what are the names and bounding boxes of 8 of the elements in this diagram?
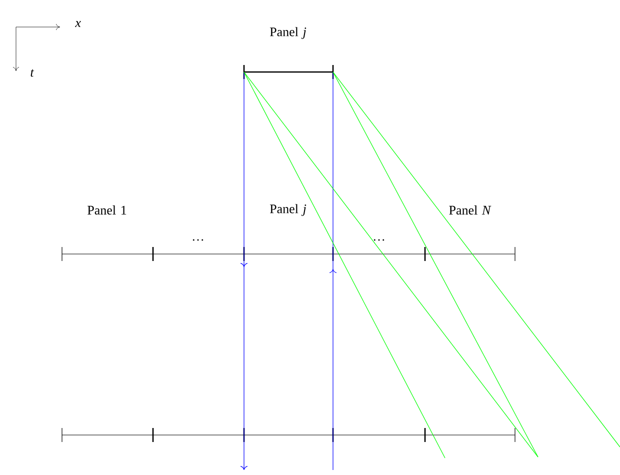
panel-label: Panel j: [270, 27, 306, 39]
panel-label: Panel 1: [88, 205, 126, 215]
panel-label: Panel j: [270, 204, 306, 216]
ellipsis: …: [192, 239, 204, 241]
ellipsis: …: [374, 239, 384, 241]
axis-label: t: [30, 69, 34, 77]
axis-label: x: [75, 21, 81, 27]
panel-label: Panel N: [449, 205, 492, 215]
